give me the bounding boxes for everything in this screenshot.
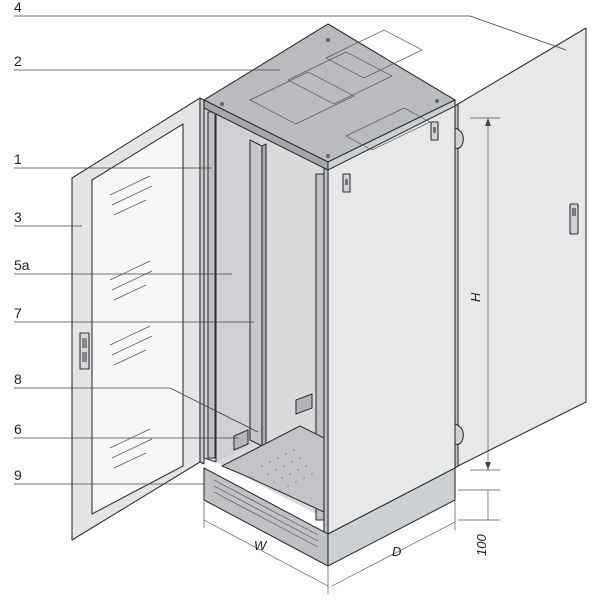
callout-label-5a: 5a [14,257,30,273]
right-door [454,27,587,469]
callout-label-2: 2 [14,53,22,69]
left-glass-door [71,97,205,541]
callout-label-9: 9 [14,467,22,483]
dimension-lines [203,117,500,594]
dimension-width-label: W [254,538,268,553]
callout-label-3: 3 [14,209,22,225]
callout-label-7: 7 [14,305,22,321]
callout-label-6: 6 [14,421,22,437]
callout-label-4: 4 [14,0,22,15]
callout-leaders [14,15,567,485]
dimension-depth-label: D [392,544,401,559]
callout-label-1: 1 [14,151,22,167]
dimension-height-label: H [468,292,483,302]
cabinet-body [203,23,456,567]
door-lock-icon [79,332,90,370]
callout-label-8: 8 [14,371,22,387]
dimension-plinth-label: 100 [474,534,489,556]
